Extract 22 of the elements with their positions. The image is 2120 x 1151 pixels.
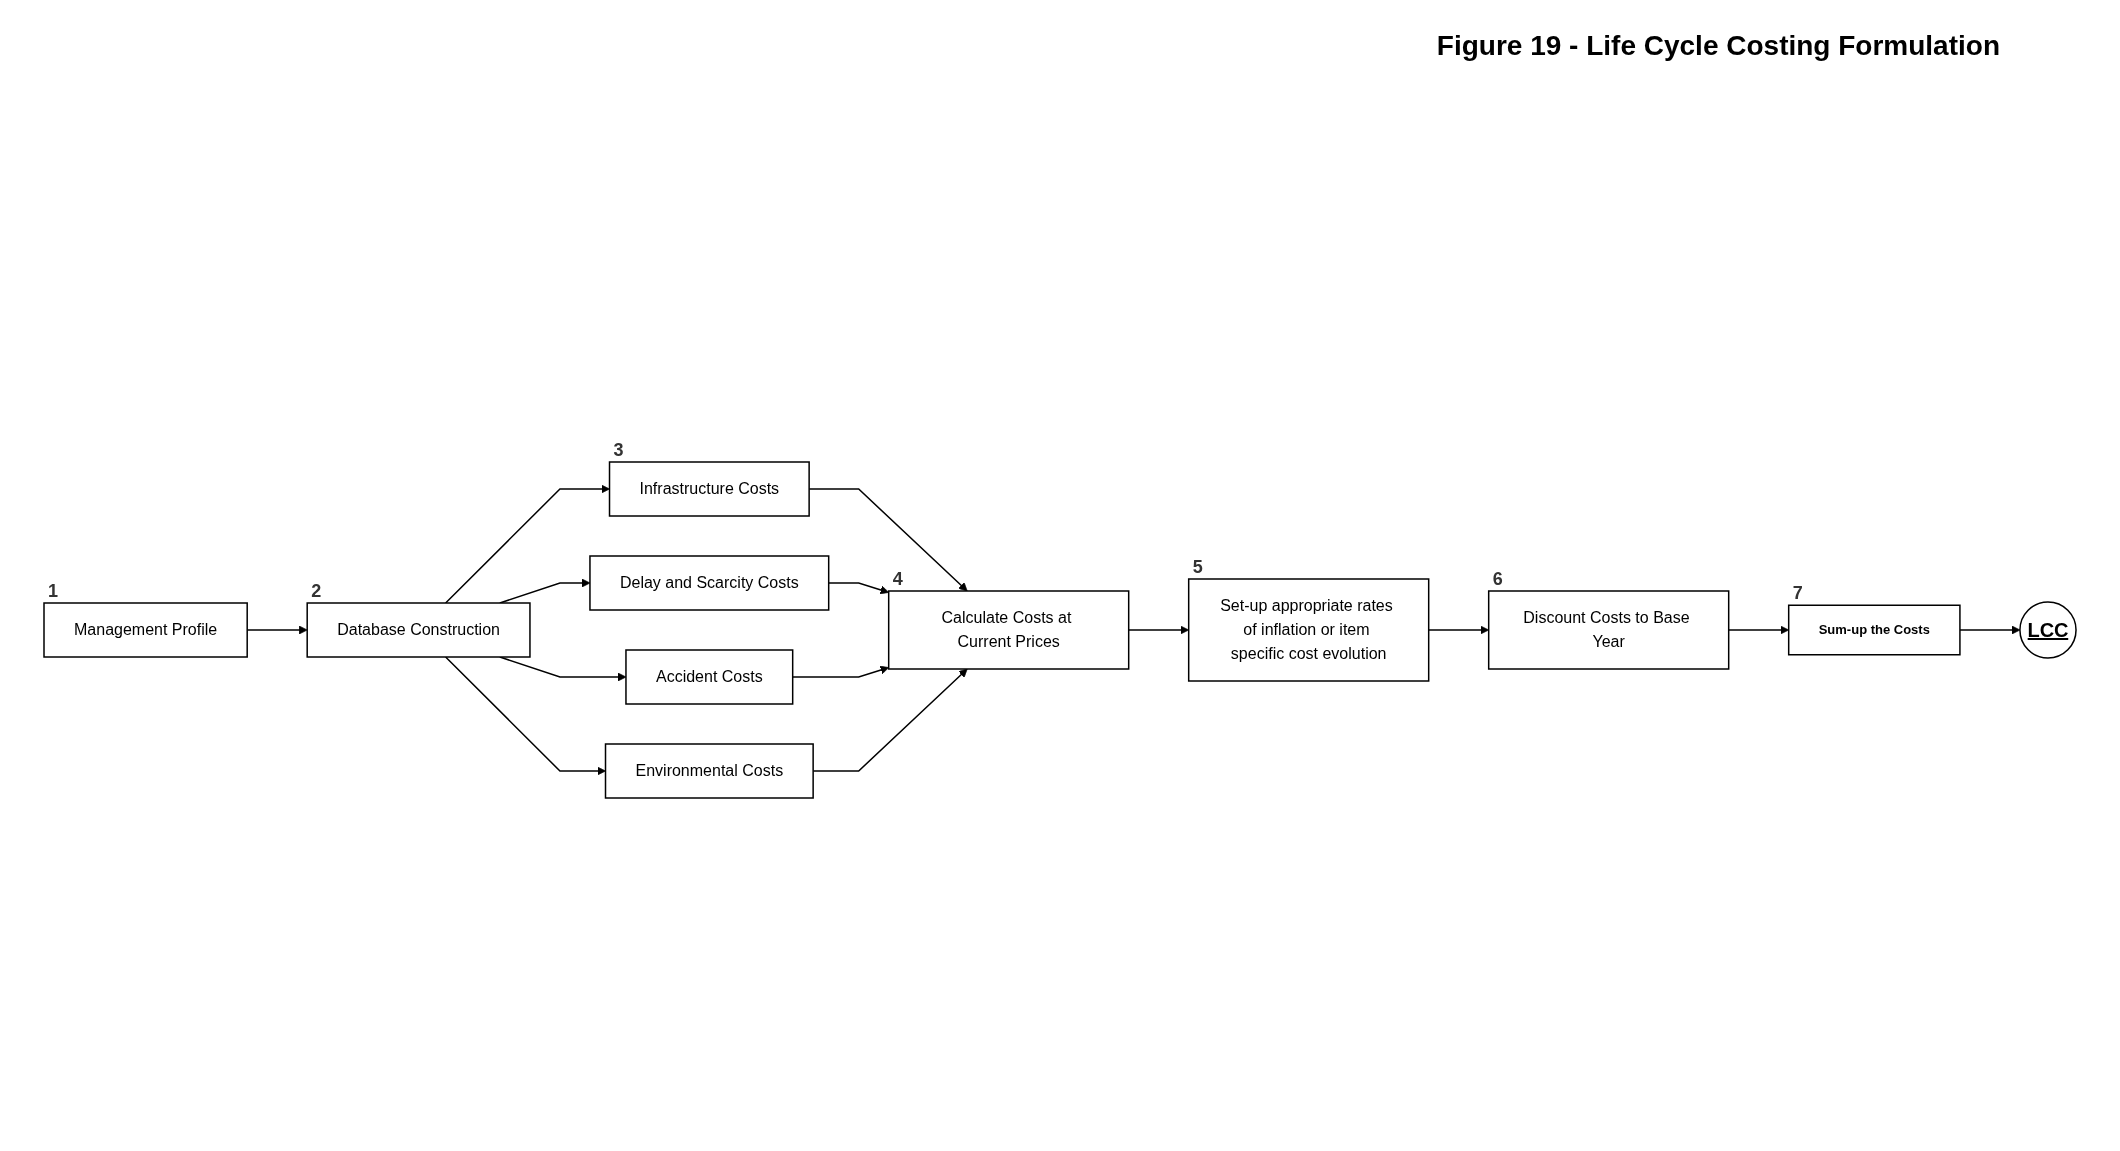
node-circle: LCC — [2019, 601, 2077, 659]
step-number: 7 — [1792, 583, 1803, 604]
node-box: Sum-up the Costs — [1787, 604, 1961, 656]
node-box: Accident Costs — [625, 649, 794, 705]
arrow — [444, 656, 606, 776]
node-box: Discount Costs to Base Year — [1487, 590, 1730, 670]
step-number: 1 — [48, 581, 58, 601]
arrow — [1959, 625, 2021, 635]
node-box: Calculate Costs at Current Prices — [887, 590, 1130, 670]
step-number: 2 — [311, 581, 322, 601]
step-number: 3 — [613, 440, 624, 460]
step-number: 5 — [1192, 557, 1203, 577]
figure-title: Figure 19 - Life Cycle Costing Formulation — [1436, 30, 2000, 62]
node-box: Management Profile — [43, 602, 248, 658]
node-box: Delay and Scarcity Costs — [589, 555, 830, 611]
node-box: Environmental Costs — [604, 743, 814, 799]
node-box: Database Construction — [306, 602, 531, 658]
arrow — [444, 484, 610, 604]
node-box: Infrastructure Costs — [608, 461, 810, 517]
step-number: 4 — [892, 569, 903, 589]
node-box: Set-up appropriate rates of inflation or item specific cost evolution — [1187, 578, 1430, 682]
step-number: 6 — [1492, 569, 1503, 589]
